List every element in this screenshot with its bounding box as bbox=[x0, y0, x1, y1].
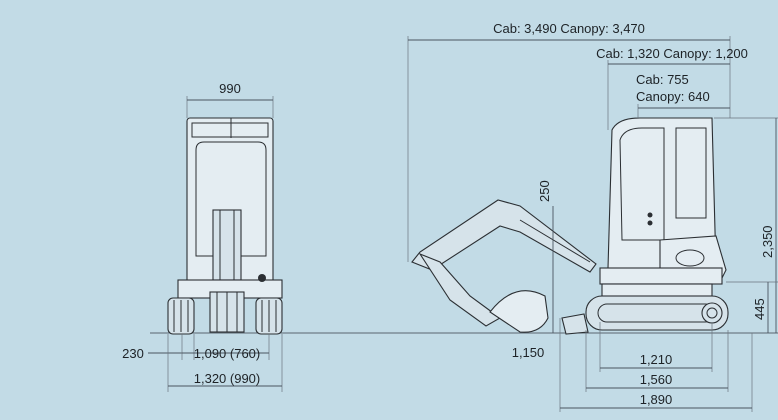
dim-side-overall-length: Cab: 3,490 Canopy: 3,470 bbox=[407, 21, 731, 262]
side-cab bbox=[607, 117, 717, 269]
label-side-counterweight-height: 445 bbox=[752, 298, 767, 320]
dim-side-rear-length: 1,890 bbox=[559, 333, 753, 412]
dim-side-track-length: 1,560 bbox=[585, 330, 729, 392]
dim-front-track-gauge: 1,090 (760) bbox=[182, 334, 270, 361]
dim-front-top-width: 990 bbox=[186, 81, 274, 118]
label-front-offset: 230 bbox=[122, 346, 144, 361]
label-side-overall-length: Cab: 3,490 Canopy: 3,470 bbox=[493, 21, 645, 36]
dim-side-rear-radius: Cab: 755 Canopy: 640 bbox=[636, 72, 730, 118]
side-carrier bbox=[601, 283, 713, 297]
dim-front-offset: 230 bbox=[122, 334, 195, 361]
dim-side-boom-height: 250 bbox=[537, 180, 554, 333]
label-side-tumbler-distance: 1,210 bbox=[640, 352, 673, 367]
label-side-bucket-reach: 1,150 bbox=[512, 345, 545, 360]
side-sprocket bbox=[701, 302, 723, 324]
label-side-overall-height: 2,350 bbox=[760, 225, 775, 258]
side-bucket bbox=[489, 290, 549, 333]
label-front-track-gauge: 1,090 (760) bbox=[194, 346, 261, 361]
label-front-top-width: 990 bbox=[219, 81, 241, 96]
dim-side-rear-to-cab: Cab: 1,320 Canopy: 1,200 bbox=[596, 46, 748, 130]
front-roof bbox=[191, 122, 269, 138]
front-light bbox=[258, 274, 266, 282]
label-side-boom-height: 250 bbox=[537, 180, 552, 202]
front-boom bbox=[212, 209, 242, 281]
side-upper-frame bbox=[599, 267, 723, 285]
label-side-rear-to-cab: Cab: 1,320 Canopy: 1,200 bbox=[596, 46, 748, 61]
label-side-rear-radius-line2: Canopy: 640 bbox=[636, 89, 710, 104]
front-view-machine bbox=[167, 117, 283, 335]
label-side-rear-length: 1,890 bbox=[640, 392, 673, 407]
dim-side-tumbler-distance: 1,210 bbox=[599, 322, 713, 372]
dim-front-overall-width: 1,320 (990) bbox=[167, 334, 283, 392]
front-window bbox=[195, 141, 267, 257]
dim-side-bucket-reach: 1,150 bbox=[512, 318, 561, 360]
side-rear-window bbox=[675, 127, 707, 219]
dim-side-overall-height: 2,350 bbox=[714, 117, 778, 333]
side-boom bbox=[411, 199, 597, 273]
side-door-window bbox=[619, 127, 665, 241]
dim-side-counterweight-height: 445 bbox=[726, 281, 778, 333]
label-side-rear-radius-line1: Cab: 755 bbox=[636, 72, 689, 87]
side-view-machine bbox=[411, 117, 729, 335]
side-arm bbox=[418, 252, 502, 327]
side-blade bbox=[561, 313, 589, 335]
label-side-track-length: 1,560 bbox=[640, 372, 673, 387]
label-front-overall-width: 1,320 (990) bbox=[194, 371, 261, 386]
